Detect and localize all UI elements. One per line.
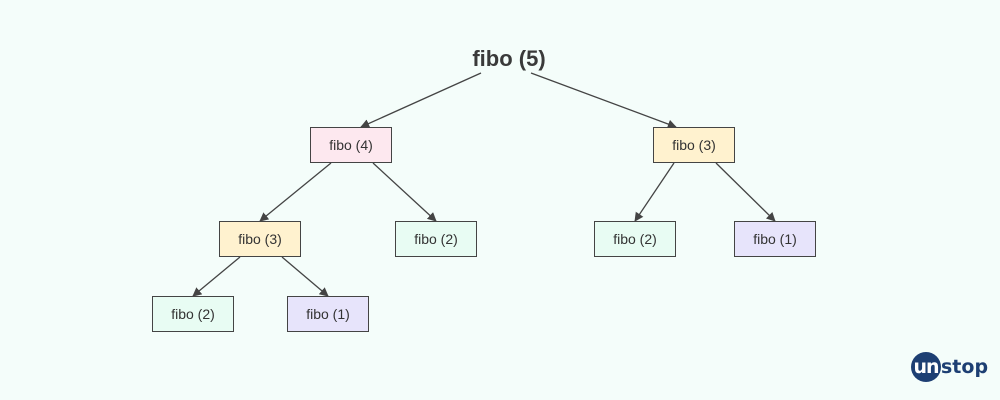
node-fibo-2: fibo (2) [395,221,477,257]
edge-arrow [530,72,677,129]
node-fibo-2: fibo (2) [152,296,234,332]
edge-arrow [192,256,241,297]
edge-arrow [715,162,776,222]
node-fibo-1: fibo (1) [287,296,369,332]
logo-circle: un [911,352,941,382]
node-fibo-4: fibo (4) [310,127,392,163]
unstop-logo: un stop [911,352,988,382]
node-fibo-2: fibo (2) [594,221,676,257]
edge-arrow [281,256,329,297]
logo-text: stop [941,356,989,378]
node-fibo-3: fibo (3) [653,127,735,163]
node-fibo-1: fibo (1) [734,221,816,257]
root-node-fibo-5: fibo (5) [472,46,546,71]
edge-arrow [360,72,482,128]
edge-arrow [634,162,675,222]
edge-arrow [259,162,332,222]
node-fibo-3: fibo (3) [219,221,301,257]
edge-arrow [372,162,437,222]
